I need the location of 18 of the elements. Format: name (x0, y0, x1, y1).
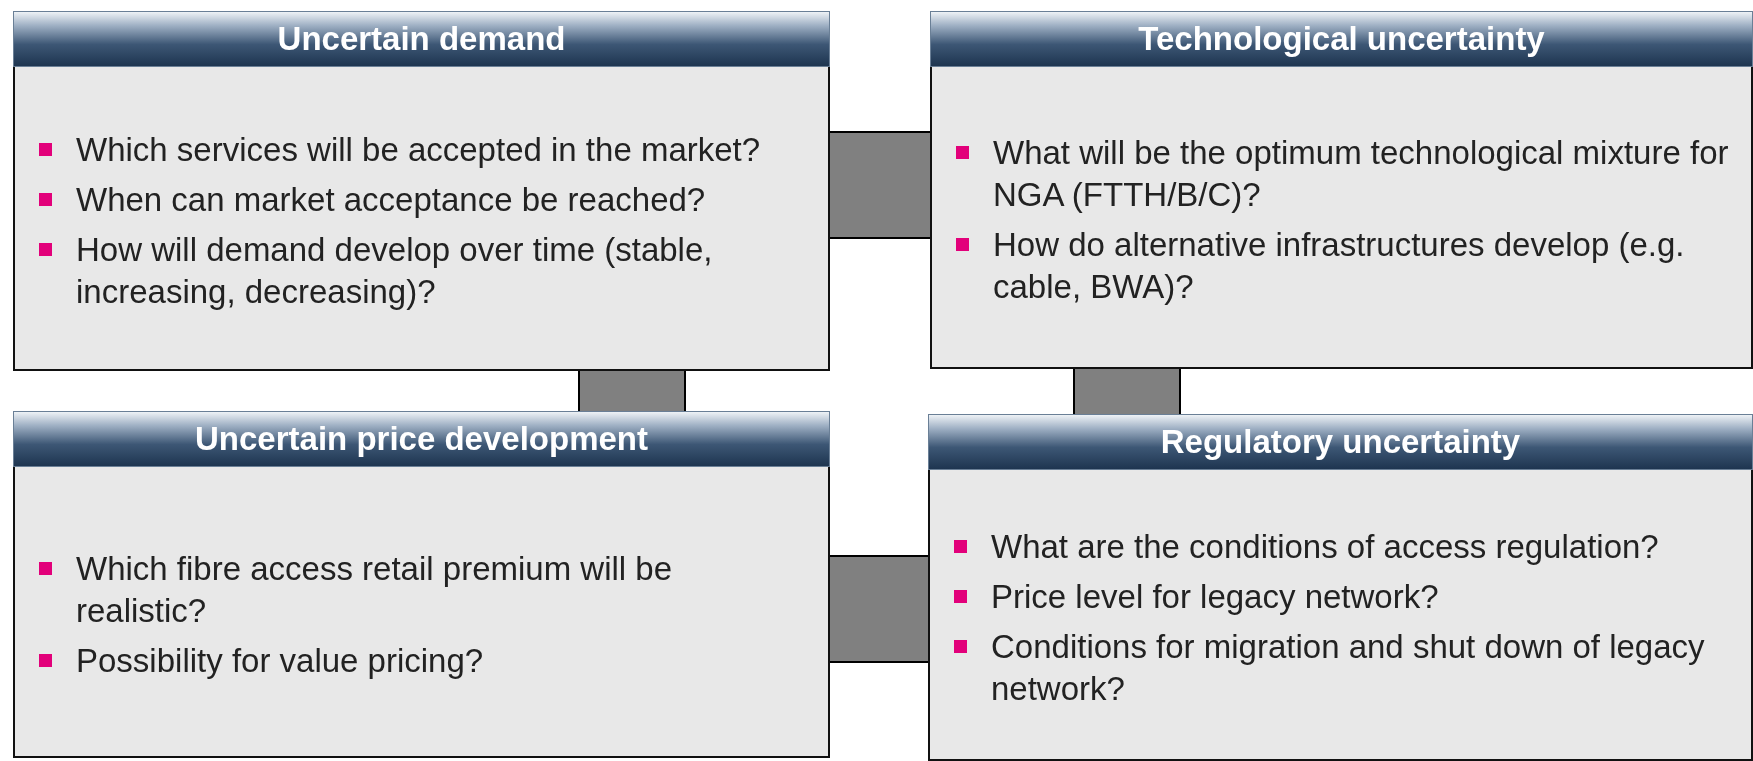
panel-header: Technological uncertainty (930, 11, 1753, 67)
bullet-text: Possibility for value pricing? (76, 640, 484, 681)
info-panel (930, 11, 1753, 369)
bullet-text: Conditions for migration and shut down of legacy network? (991, 626, 1706, 709)
bullet-text: Which services will be accepted in the market? (76, 130, 761, 170)
panel-header: Regulatory uncertainty (928, 414, 1753, 470)
info-panel (13, 11, 830, 371)
bullet-text: How will demand develop over time (stable, increasing, decreasing)? (76, 230, 714, 312)
panel-header: Uncertain price development (13, 411, 830, 467)
bullet-text: When can market acceptance be reached? (76, 180, 706, 220)
info-panel (928, 414, 1753, 761)
panel-header: Uncertain demand (13, 11, 830, 67)
bullet-text: What are the conditions of access regulation? (991, 526, 1659, 567)
bullet-text: Price level for legacy network? (991, 576, 1439, 617)
info-panel (13, 411, 830, 758)
bullet-text: How do alternative infrastructures develop (e.g. cable, BWA)? (993, 225, 1686, 307)
bullet-text: Which fibre access retail premium will be realistic? (76, 548, 673, 631)
bullet-text: What will be the optimum technological mixture for NGA (FTTH/B/C)? (993, 133, 1730, 215)
